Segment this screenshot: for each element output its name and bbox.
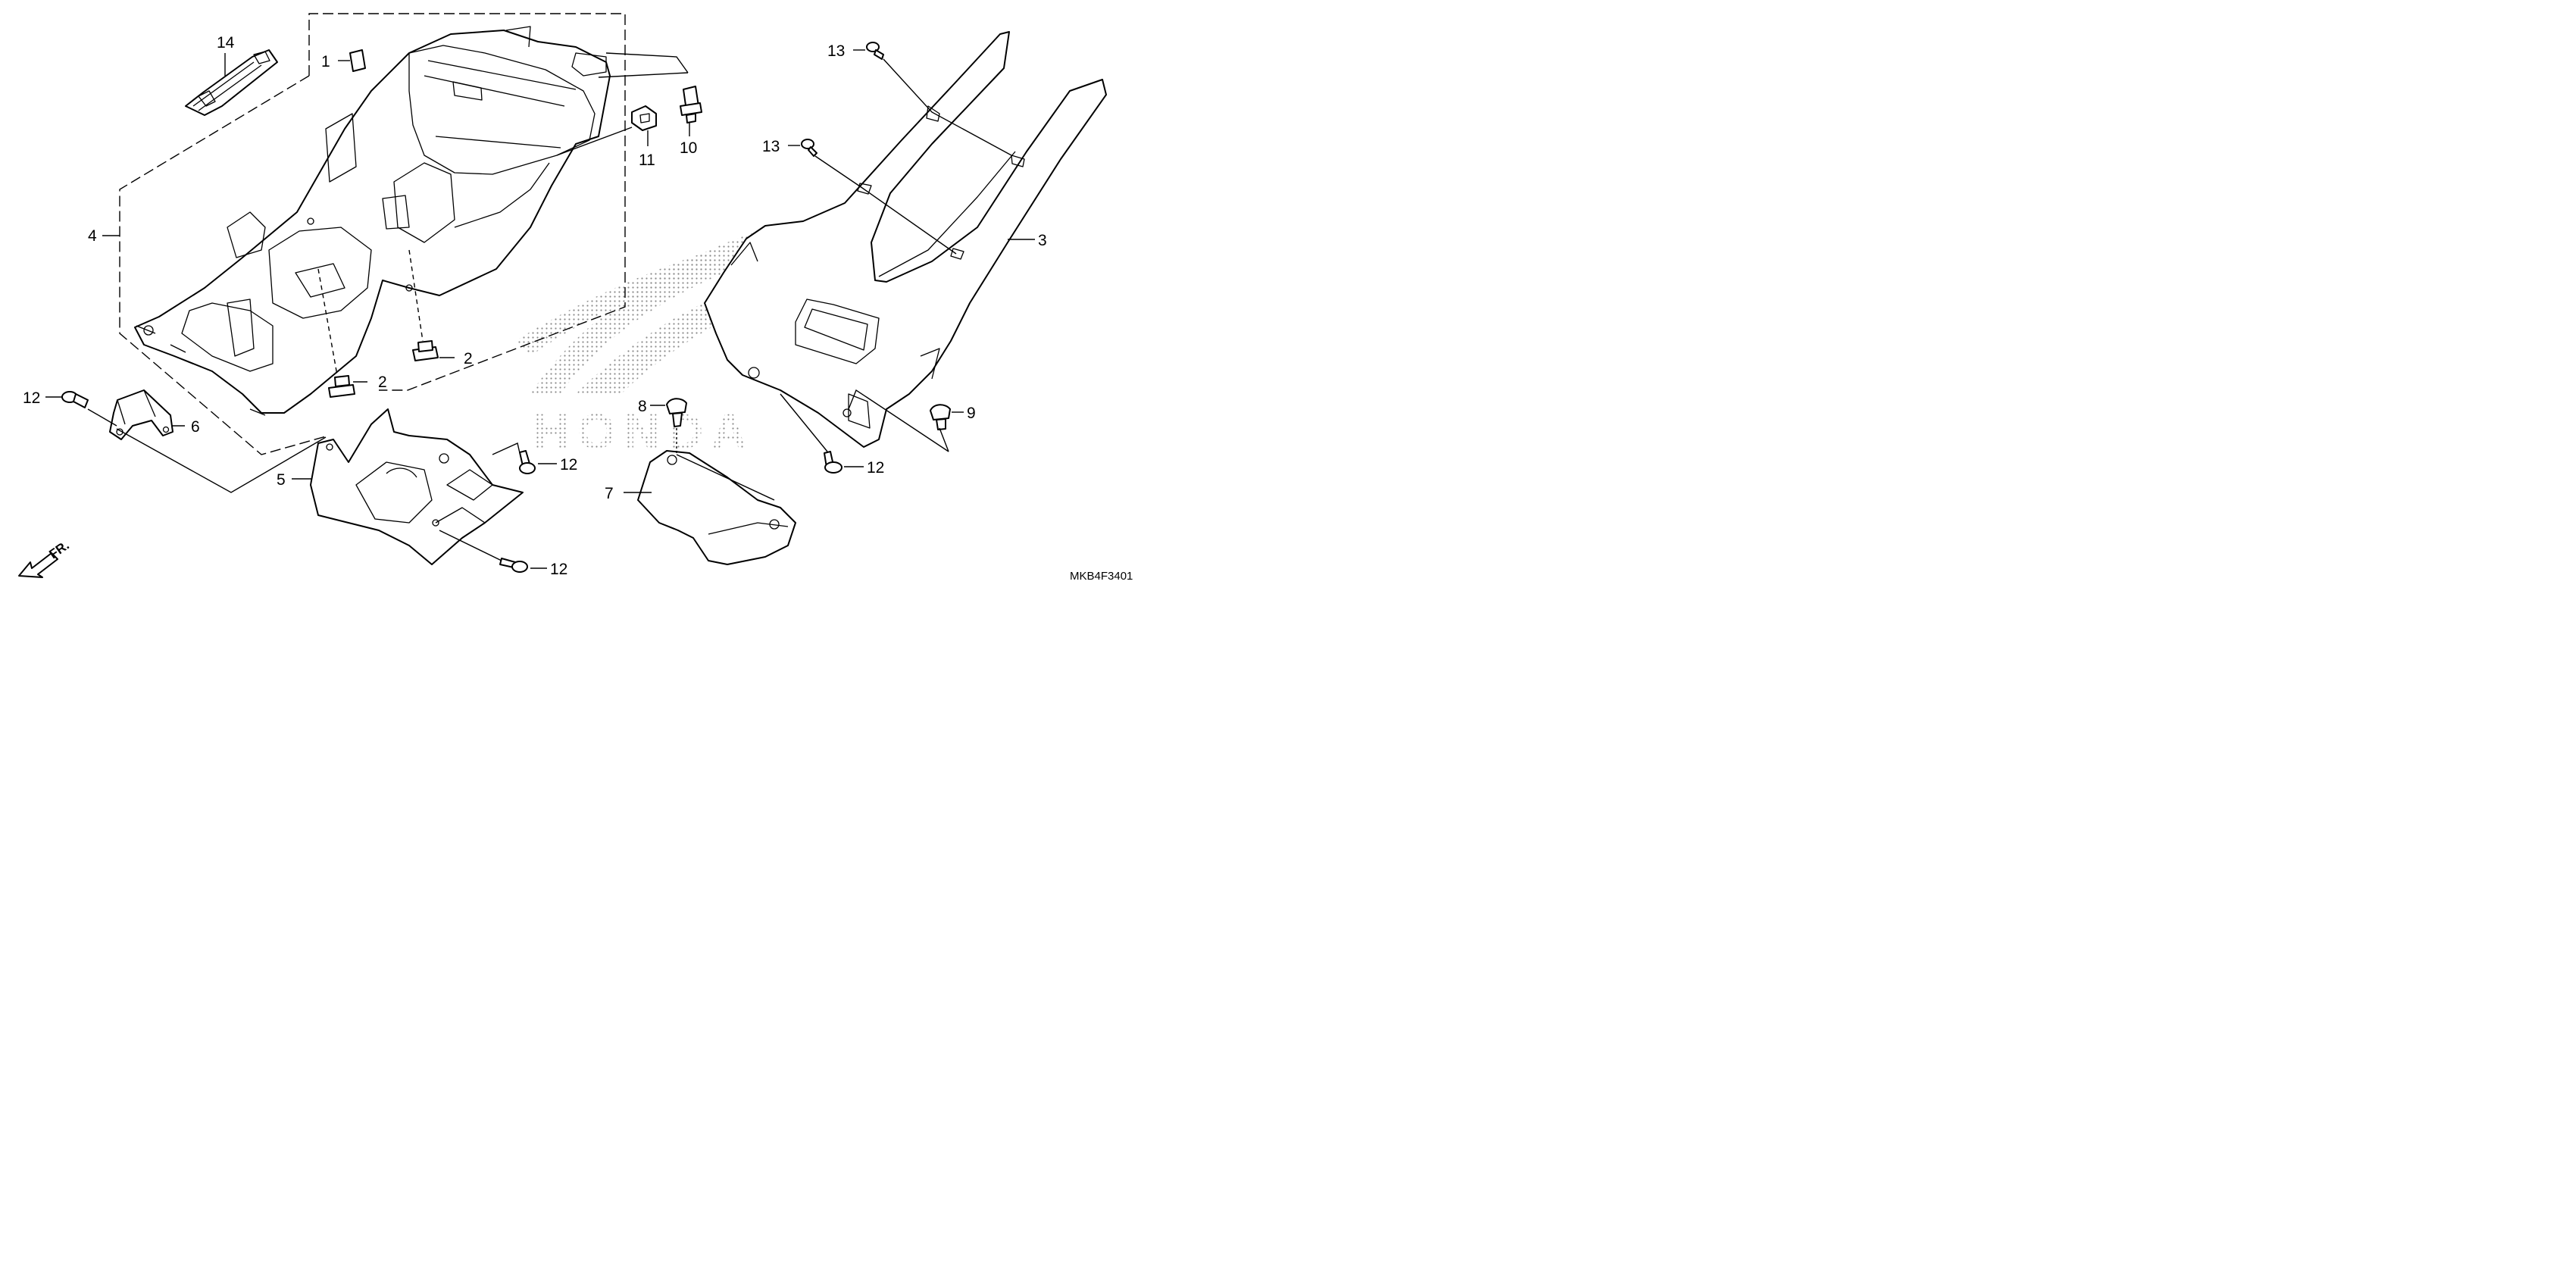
callout-1: 1 xyxy=(321,53,330,70)
callout-7: 7 xyxy=(605,485,614,502)
part-rear-cowl xyxy=(704,31,1107,448)
callouts: 14 1 4 2 2 10 11 12 6 5 12 12 13 13 3 8 … xyxy=(23,34,1047,578)
callout-12-bottom: 12 xyxy=(550,561,567,578)
callout-12-left: 12 xyxy=(23,389,40,407)
callout-12-right: 12 xyxy=(867,459,884,477)
drawing-code: MKB4F3401 xyxy=(1070,570,1133,583)
callout-3: 3 xyxy=(1038,232,1047,249)
callout-10: 10 xyxy=(680,139,697,157)
bolt-12-right xyxy=(824,451,843,474)
bolt-9 xyxy=(930,404,951,430)
parts-diagram: HONDA xyxy=(18,13,1133,583)
callout-4: 4 xyxy=(88,227,97,245)
screw-13-upper xyxy=(866,42,884,60)
callout-11: 11 xyxy=(639,152,655,169)
part-clip-nut-upper xyxy=(412,340,439,361)
callout-8: 8 xyxy=(638,398,647,415)
bolt-12-left xyxy=(61,391,89,408)
callout-2-lower: 2 xyxy=(378,374,387,391)
part-nut xyxy=(631,105,657,131)
callout-2-upper: 2 xyxy=(464,350,473,367)
front-arrow-icon xyxy=(18,552,58,578)
part-inner-fender xyxy=(134,26,611,416)
part-bracket xyxy=(109,389,174,440)
callout-9: 9 xyxy=(967,405,976,422)
callout-13-lower: 13 xyxy=(762,138,780,155)
front-direction-indicator: FR. xyxy=(18,538,72,578)
screw-13-lower xyxy=(801,139,818,157)
part-clip-nut-lower xyxy=(328,375,355,398)
bolt-12-mid xyxy=(519,450,536,474)
part-pad xyxy=(349,49,366,72)
callout-14: 14 xyxy=(217,34,235,52)
leader-lines xyxy=(45,49,1035,569)
callout-12-mid: 12 xyxy=(560,456,577,474)
callout-6: 6 xyxy=(191,418,200,436)
part-splash-guard xyxy=(310,408,524,565)
part-rivet xyxy=(680,86,702,123)
part-strap xyxy=(185,49,278,116)
assembly-boundary xyxy=(119,13,626,455)
callout-13-upper: 13 xyxy=(827,42,845,60)
callout-5: 5 xyxy=(277,471,286,489)
part-heat-guard xyxy=(637,450,796,565)
bolt-8 xyxy=(666,398,687,427)
bolt-12-bottom xyxy=(499,558,528,573)
watermark-text: HONDA xyxy=(533,403,755,459)
